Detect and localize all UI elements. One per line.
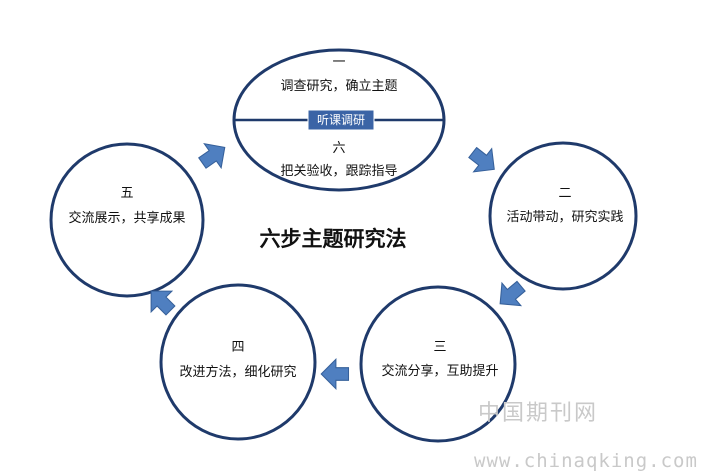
bottom-left-step-number: 四 — [231, 340, 244, 355]
top-step2-number: 六 — [332, 141, 345, 156]
top-step-number: 一 — [332, 55, 345, 70]
tag-label: 听课调研 — [317, 113, 365, 127]
tag-box — [307, 109, 375, 131]
bottom-right-step-text: 交流分享，互助提升 — [381, 363, 498, 379]
top-step-text: 调查研究，确立主题 — [280, 79, 397, 94]
left-circle — [49, 142, 205, 298]
arrow-bottom-left-to-left — [150, 290, 176, 316]
arrow-left-to-top — [198, 143, 226, 170]
left-step-number: 五 — [120, 186, 133, 201]
left-step-text: 交流展示，共享成果 — [68, 210, 185, 226]
right-circle — [488, 141, 638, 291]
arrow-right-to-bottom-right — [499, 280, 526, 307]
right-step-text: 活动带动，研究实践 — [506, 210, 623, 225]
bottom-right-step-number: 三 — [433, 340, 446, 355]
diagram-title: 六步主题研究法 — [260, 226, 407, 251]
bottom-left-step-text: 改进方法，细化研究 — [179, 364, 296, 380]
watermark-url: www.chinaqking.com — [474, 450, 698, 472]
watermark-cn: 中国期刊网 — [478, 401, 598, 426]
top-step2-text: 把关验收，跟踪指导 — [280, 163, 397, 179]
arrow-top-to-right — [468, 146, 495, 173]
bottom-left-circle — [159, 283, 317, 441]
arrow-bottom-right-to-bottom-left — [320, 358, 350, 390]
right-step-number: 二 — [558, 186, 571, 201]
bottom-right-circle — [359, 285, 517, 443]
